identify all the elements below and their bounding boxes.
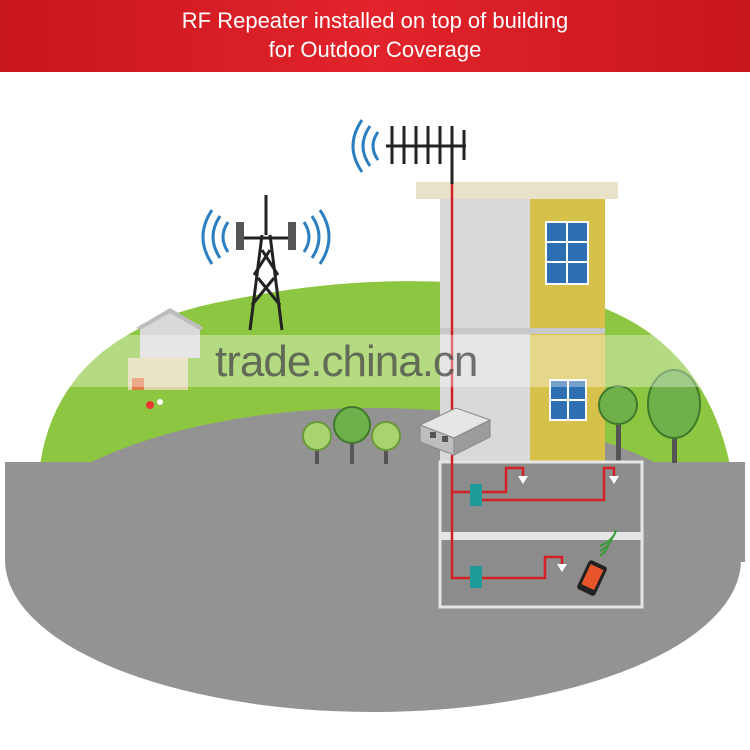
yagi-antenna-icon [386, 126, 466, 184]
title-line-1: RF Repeater installed on top of building [181, 8, 569, 33]
indoor-antenna-icon [518, 476, 619, 572]
tower-signal-waves-icon [201, 209, 331, 265]
phone-signal-icon [599, 529, 617, 557]
small-house [128, 308, 204, 409]
coverage-illustration [5, 119, 745, 712]
cell-tower-icon [236, 195, 296, 331]
building [416, 182, 618, 464]
splitter-icon [470, 484, 482, 588]
watermark-text: trade.china.cn [215, 337, 478, 386]
antenna-signal-waves-icon [351, 119, 380, 173]
mobile-phone-icon [577, 560, 607, 596]
title-banner: RF Repeater installed on top of building… [0, 0, 750, 72]
title-line-2: for Outdoor Coverage [268, 37, 482, 62]
watermark-band: trade.china.cn [0, 335, 750, 387]
indoor-cabling [450, 455, 616, 580]
repeater-unit-icon [418, 407, 492, 456]
trees [302, 369, 701, 464]
